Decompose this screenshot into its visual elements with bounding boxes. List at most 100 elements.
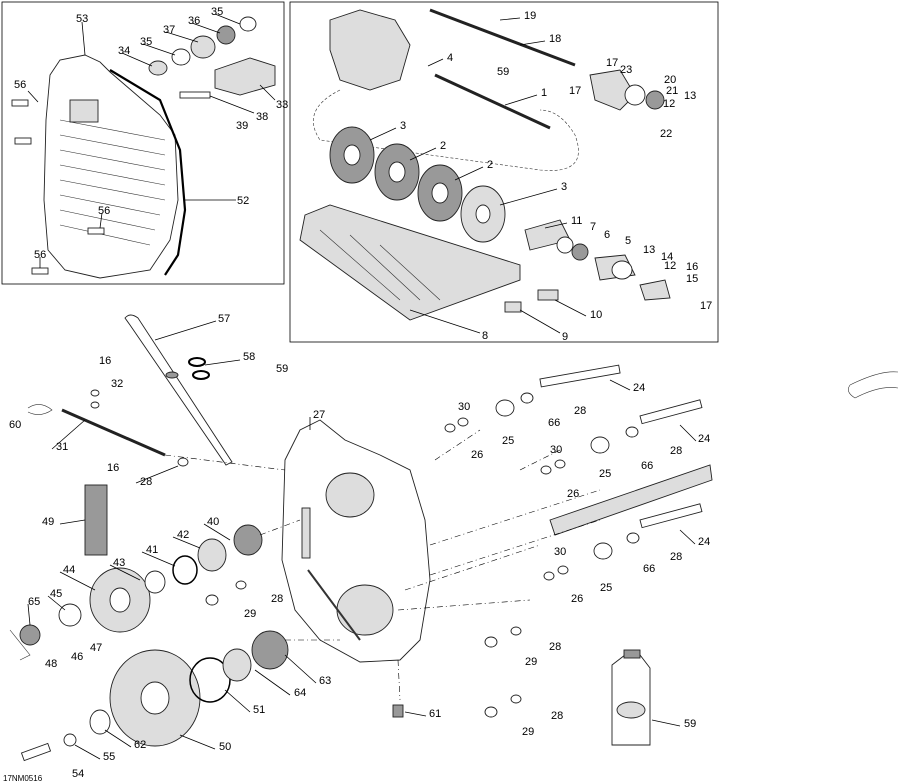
- callout-label: 35: [140, 36, 152, 48]
- drain-plug: [392, 704, 404, 718]
- bearing-housing-top: [589, 69, 636, 111]
- bearing-part: [190, 35, 216, 59]
- callout-label: 3: [400, 120, 406, 132]
- callout-label: 65: [28, 596, 40, 608]
- o-rings: [188, 357, 210, 380]
- cover-gasket-seal: [109, 69, 187, 276]
- hardware-set-middle: [540, 399, 703, 475]
- callout-label: 16: [99, 355, 111, 367]
- callout-label: 57: [218, 313, 230, 325]
- small-washer-a: [90, 389, 100, 397]
- callout-label: 16: [686, 261, 698, 273]
- hardware-set-bottom: [543, 503, 703, 581]
- upper-bearing: [197, 538, 227, 572]
- callout-label: 3: [561, 181, 567, 193]
- callout-label: 38: [256, 111, 268, 123]
- callout-label: 43: [113, 557, 125, 569]
- track-part: [299, 204, 521, 321]
- callout-label: 24: [698, 536, 710, 548]
- drive-sprockets: [329, 126, 506, 243]
- callout-label: 34: [118, 45, 130, 57]
- cover-ribs: [59, 119, 166, 246]
- callout-label: 48: [45, 658, 57, 670]
- lower-spacer: [89, 709, 111, 735]
- callout-label: 56: [98, 205, 110, 217]
- callout-label: 2: [440, 140, 446, 152]
- dipstick: [124, 314, 233, 466]
- callout-label: 44: [63, 564, 75, 576]
- callout-label: 17: [569, 85, 581, 97]
- callout-label: 30: [554, 546, 566, 558]
- callout-label: 19: [524, 10, 536, 22]
- callout-label: 36: [188, 15, 200, 27]
- lower-bearing: [222, 648, 252, 682]
- callout-label: 35: [211, 6, 223, 18]
- callout-labels: 5335363735345633383952565619184591723172…: [9, 6, 712, 780]
- callout-label: 31: [56, 441, 68, 453]
- upper-washer: [144, 570, 166, 594]
- callout-label: 51: [253, 704, 265, 716]
- drive-shaft: [434, 73, 551, 130]
- chaincase-cover: [43, 54, 179, 279]
- callout-label: 28: [670, 551, 682, 563]
- callout-label: 13: [684, 90, 696, 102]
- nut-29a: [205, 594, 219, 606]
- callout-label: 66: [548, 417, 560, 429]
- upper-bore: [325, 472, 375, 518]
- callout-label: 56: [34, 249, 46, 261]
- callout-label: 9: [562, 331, 568, 343]
- callout-label: 28: [670, 445, 682, 457]
- callout-label: 29: [525, 656, 537, 668]
- upper-sprocket-hub: [109, 587, 131, 613]
- cap-part: [504, 301, 522, 313]
- callout-label: 10: [590, 309, 602, 321]
- callout-label: 16: [107, 462, 119, 474]
- partial-exhaust-sketch: [848, 371, 899, 399]
- washer-28e: [235, 580, 247, 590]
- callout-label: 26: [567, 488, 579, 500]
- chain-part: [84, 484, 108, 556]
- guide-slot: [301, 507, 311, 559]
- hardware-set-top: [444, 364, 621, 433]
- chain-guide: [307, 569, 361, 641]
- seal-top: [645, 90, 665, 110]
- callout-label: 33: [276, 99, 288, 111]
- lower-seal: [251, 630, 289, 670]
- spacer-lower: [556, 236, 574, 254]
- bearing-lower: [571, 243, 589, 261]
- callout-label: 21: [666, 85, 678, 97]
- chaincase-housing-group: [281, 419, 431, 663]
- callout-label: 49: [42, 516, 54, 528]
- callout-label: 45: [50, 588, 62, 600]
- callout-label: 53: [76, 13, 88, 25]
- callout-label: 52: [237, 195, 249, 207]
- cover-gear-detail: [69, 99, 99, 123]
- drive-group-frame: [289, 1, 719, 343]
- cover-bolts: [11, 99, 105, 275]
- drive-group-panel: [289, 1, 719, 343]
- bracket-lower: [639, 279, 671, 301]
- lower-circlip: [189, 657, 231, 703]
- tensioner-bolt: [61, 408, 166, 457]
- callout-label: 26: [471, 449, 483, 461]
- callout-label: 25: [502, 435, 514, 447]
- callout-label: 12: [663, 98, 675, 110]
- callout-label: 24: [698, 433, 710, 445]
- callout-label: 22: [660, 128, 672, 140]
- callout-label: 12: [664, 260, 676, 272]
- callout-label: 17: [700, 300, 712, 312]
- callout-label: 15: [686, 273, 698, 285]
- callout-label: 6: [604, 229, 610, 241]
- callout-label: 42: [177, 529, 189, 541]
- callout-label: 2: [487, 159, 493, 171]
- callout-label: 17: [606, 57, 618, 69]
- seal-lower: [611, 260, 633, 280]
- callout-label: 60: [9, 419, 21, 431]
- cotter-pin: [27, 404, 53, 415]
- chaincase-housing: [281, 419, 431, 663]
- callout-label: 27: [313, 409, 325, 421]
- washer-28f: [510, 626, 522, 636]
- callout-label: 28: [574, 405, 586, 417]
- upper-circlip: [172, 555, 198, 585]
- tensioner-pin: [179, 91, 211, 99]
